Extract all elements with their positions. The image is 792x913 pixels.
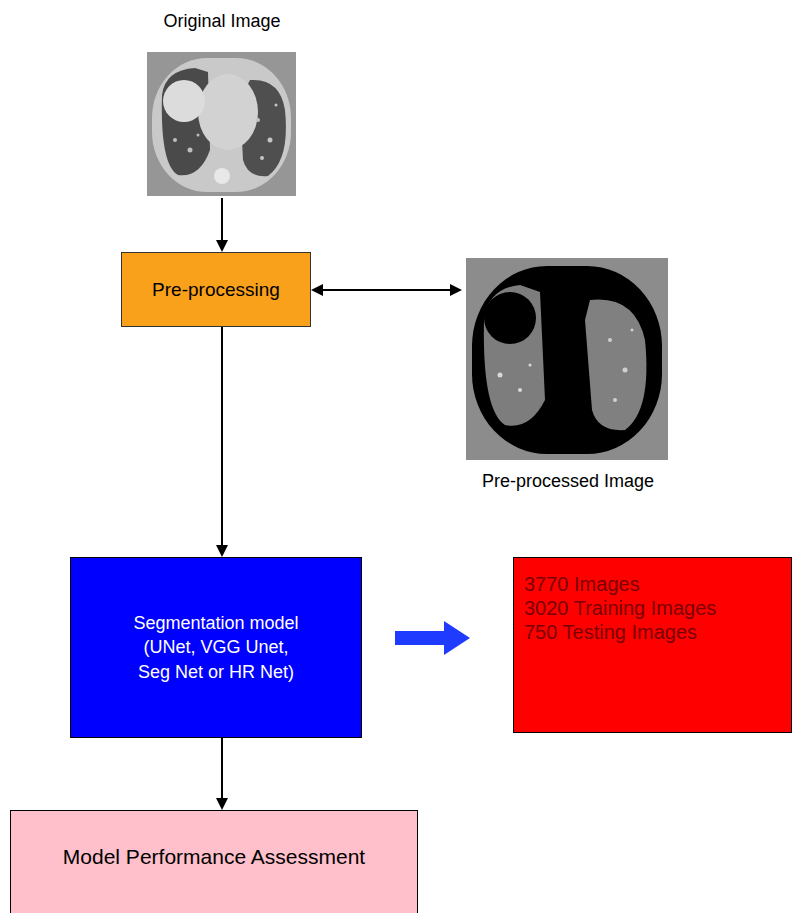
model-box: Segmentation model (UNet, VGG Unet, Seg … <box>70 557 362 738</box>
node-label: 3770 Images <box>524 572 640 596</box>
node-label: Pre-processing <box>152 278 280 302</box>
image-panel: Pre-processed Image <box>462 256 674 496</box>
node-label: 750 Testing Images <box>524 620 697 644</box>
scan-shape <box>147 52 296 196</box>
scan-shape <box>529 364 532 367</box>
scan-shape <box>260 156 264 160</box>
scan-shape <box>152 58 291 192</box>
scan-shape <box>214 168 230 184</box>
dataset-box: 3770 Images3020 Training Images750 Testi… <box>513 557 792 733</box>
image-panel: Original Image <box>140 8 304 198</box>
scan-shape <box>484 292 536 344</box>
scan-shape <box>585 300 646 431</box>
flow-arrow <box>221 327 223 545</box>
scan-shape <box>608 338 612 342</box>
node-label: Pre-processed Image <box>482 470 654 493</box>
ct-original <box>147 52 296 196</box>
scan-shape <box>472 266 662 454</box>
node-label: 3020 Training Images <box>524 596 716 620</box>
assessment-box: Model Performance Assessment <box>10 810 418 913</box>
scan-shape <box>268 138 273 143</box>
scan-shape <box>256 118 260 122</box>
flow-arrow <box>323 289 450 291</box>
scan-shape <box>173 138 177 142</box>
scan-shape <box>163 80 205 122</box>
node-label: Original Image <box>163 10 280 33</box>
process-box: Pre-processing <box>121 252 311 327</box>
scan-shape <box>198 74 258 150</box>
scan-shape <box>631 329 634 332</box>
scan-shape <box>518 388 522 392</box>
scan-shape <box>197 134 200 137</box>
scan-shape <box>484 285 545 426</box>
scan-shape <box>623 368 628 373</box>
node-label: Segmentation model (UNet, VGG Unet, Seg … <box>128 611 304 684</box>
scan-shape <box>498 373 503 378</box>
scan-shape <box>613 398 617 402</box>
flow-arrow <box>221 198 223 240</box>
node-label: Model Performance Assessment <box>63 844 365 870</box>
scan-shape <box>275 104 278 107</box>
flow-arrow <box>221 738 223 798</box>
ct-preprocessed <box>466 258 668 460</box>
flow-arrow-thick <box>395 631 444 645</box>
scan-shape <box>188 148 193 153</box>
scan-shape <box>466 258 668 460</box>
